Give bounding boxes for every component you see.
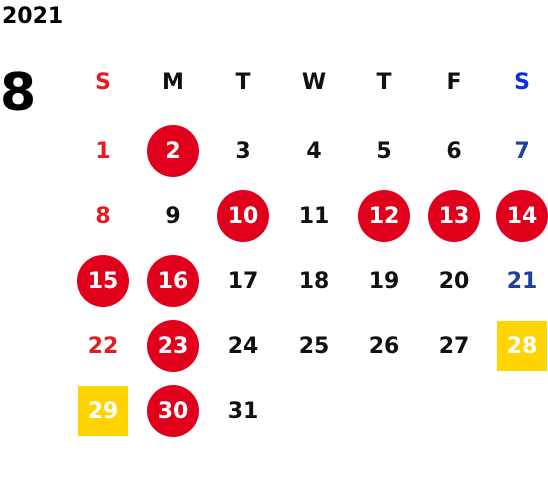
day-cell[interactable]: 26 bbox=[368, 333, 400, 359]
month-label: 8 bbox=[0, 63, 37, 123]
day-cell[interactable]: 20 bbox=[438, 268, 470, 294]
day-cell[interactable]: 18 bbox=[298, 268, 330, 294]
weekday-header: M bbox=[162, 69, 184, 95]
day-cell[interactable]: 16 bbox=[147, 255, 199, 307]
day-cell[interactable]: 17 bbox=[227, 268, 259, 294]
day-cell[interactable]: 2 bbox=[147, 125, 199, 177]
day-cell[interactable]: 28 bbox=[497, 321, 547, 371]
day-cell[interactable]: 10 bbox=[217, 190, 269, 242]
day-cell[interactable]: 22 bbox=[87, 333, 119, 359]
weekday-header: W bbox=[301, 69, 327, 95]
day-cell[interactable]: 1 bbox=[95, 138, 111, 164]
day-cell[interactable]: 25 bbox=[298, 333, 330, 359]
weekday-header: S bbox=[95, 69, 111, 95]
day-cell[interactable]: 21 bbox=[506, 268, 538, 294]
day-cell[interactable]: 27 bbox=[438, 333, 470, 359]
weekday-header: F bbox=[446, 69, 462, 95]
day-cell[interactable]: 8 bbox=[95, 203, 111, 229]
day-cell[interactable]: 19 bbox=[368, 268, 400, 294]
day-cell[interactable]: 31 bbox=[227, 398, 259, 424]
day-cell[interactable]: 6 bbox=[446, 138, 462, 164]
day-cell[interactable]: 23 bbox=[147, 320, 199, 372]
year-label: 2021 bbox=[2, 4, 64, 29]
day-cell[interactable]: 5 bbox=[376, 138, 392, 164]
day-cell[interactable]: 13 bbox=[428, 190, 480, 242]
weekday-header: T bbox=[235, 69, 251, 95]
day-cell[interactable]: 29 bbox=[78, 386, 128, 436]
day-cell[interactable]: 15 bbox=[77, 255, 129, 307]
day-cell[interactable]: 9 bbox=[165, 203, 181, 229]
weekday-header: T bbox=[376, 69, 392, 95]
day-cell[interactable]: 24 bbox=[227, 333, 259, 359]
day-cell[interactable]: 11 bbox=[298, 203, 330, 229]
day-cell[interactable]: 12 bbox=[358, 190, 410, 242]
day-cell[interactable]: 30 bbox=[147, 385, 199, 437]
day-cell[interactable]: 14 bbox=[496, 190, 548, 242]
day-cell[interactable]: 4 bbox=[306, 138, 322, 164]
day-cell[interactable]: 3 bbox=[235, 138, 251, 164]
day-cell[interactable]: 7 bbox=[514, 138, 530, 164]
weekday-header: S bbox=[514, 69, 530, 95]
